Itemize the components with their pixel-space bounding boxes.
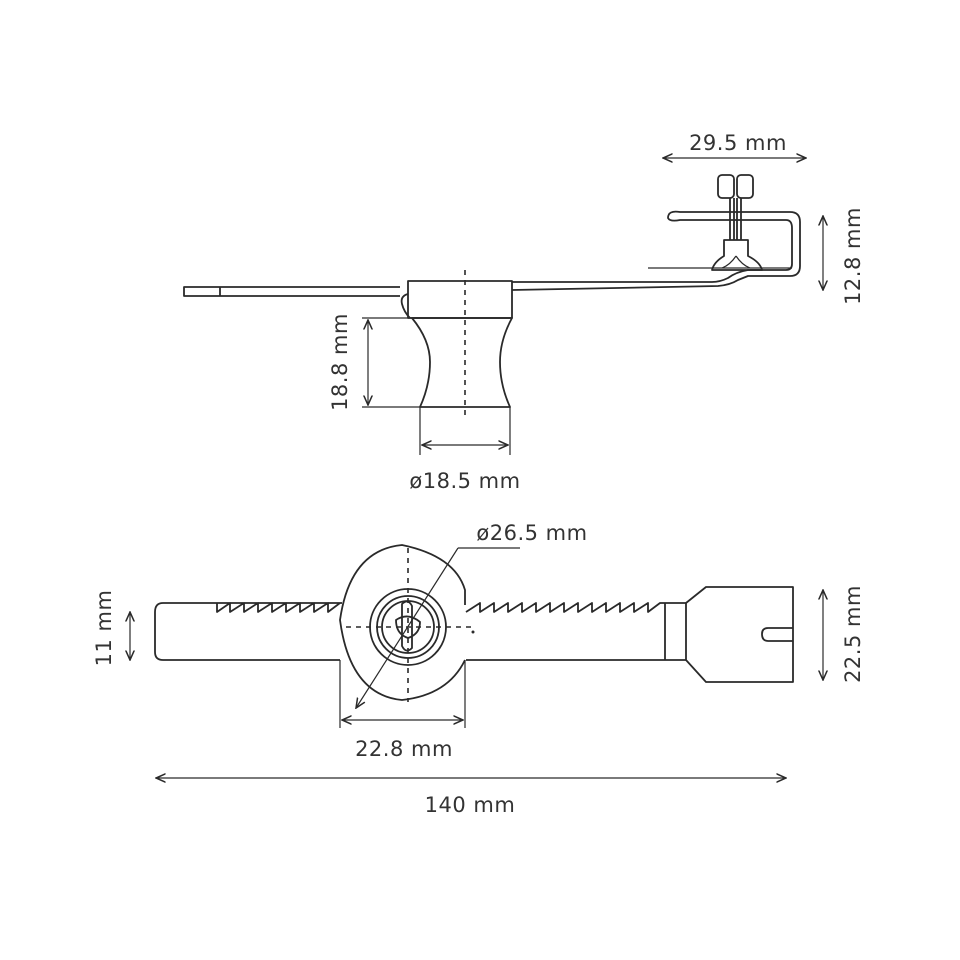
bracket-width-label: 29.5 mm xyxy=(689,131,787,155)
toothed-rod-right xyxy=(465,602,686,661)
key-head xyxy=(664,586,794,683)
head-height-label: 22.5 mm xyxy=(841,585,865,683)
top-view xyxy=(183,158,823,455)
barrel-height-extension-lines xyxy=(362,317,420,408)
key-pin xyxy=(761,627,793,642)
barrel-diameter-extension-lines xyxy=(419,407,511,455)
lock-block xyxy=(407,280,513,319)
barrel xyxy=(411,317,513,408)
rod-left xyxy=(183,286,400,297)
lock-diameter-dimension xyxy=(356,547,459,708)
thumb-screw xyxy=(711,174,763,271)
body-width-extension-lines xyxy=(339,660,466,728)
lock-centerlines xyxy=(346,548,472,702)
lock-diameter-label: ø26.5 mm xyxy=(476,521,588,545)
block-notch xyxy=(400,293,411,319)
bottom-view xyxy=(130,544,823,778)
key-slot-icon xyxy=(395,600,421,652)
overall-length-label: 140 mm xyxy=(424,793,516,817)
rod-width-label: 11 mm xyxy=(92,589,116,667)
bracket-height-label: 12.8 mm xyxy=(841,207,865,305)
rod-right xyxy=(511,210,801,291)
lock-body xyxy=(339,544,466,701)
barrel-diameter-label: ø18.5 mm xyxy=(409,469,521,493)
barrel-height-label: 18.8 mm xyxy=(328,313,352,411)
body-width-label: 22.8 mm xyxy=(355,737,453,761)
toothed-rod xyxy=(154,602,342,661)
